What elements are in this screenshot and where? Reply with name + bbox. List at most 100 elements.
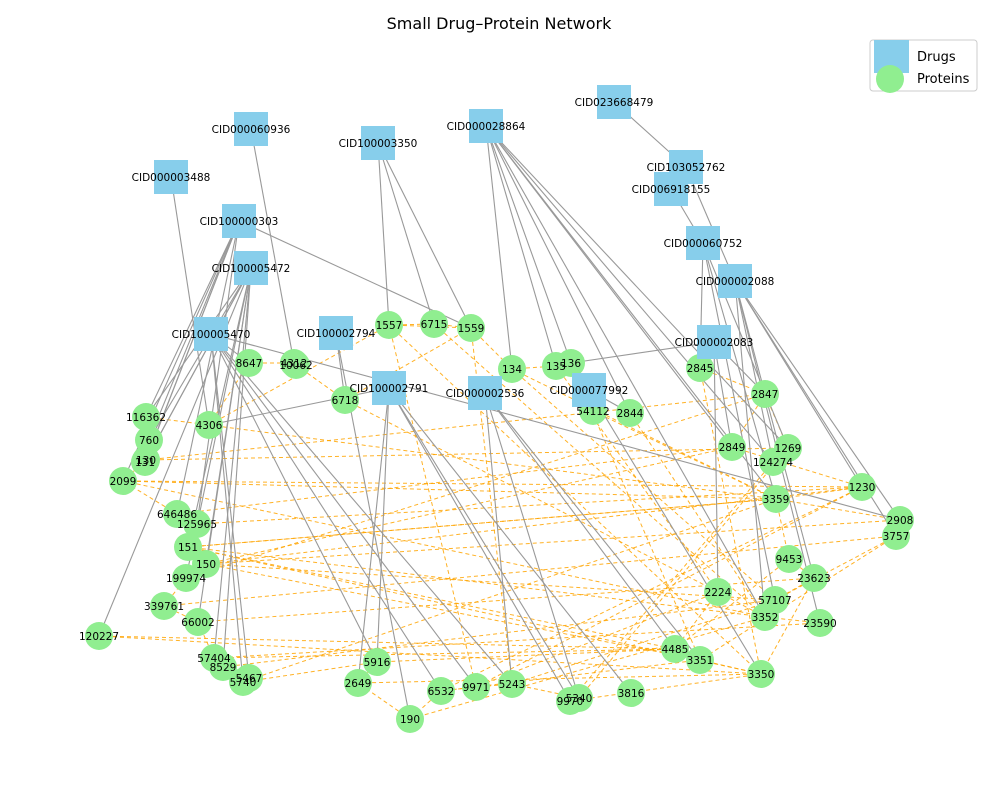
- protein-node: [556, 687, 584, 715]
- dp-edge: [377, 142, 390, 326]
- dp-edge: [713, 341, 733, 448]
- protein-label: 2908: [887, 515, 914, 527]
- protein-label: 66002: [181, 617, 214, 629]
- protein-label: 125965: [177, 519, 217, 531]
- dp-edge: [485, 125, 631, 414]
- dp-edge: [484, 392, 513, 685]
- protein-label: 120227: [79, 631, 119, 643]
- protein-node: [183, 510, 211, 538]
- protein-node: [498, 670, 526, 698]
- dp-edge: [484, 392, 580, 699]
- protein-label: 339761: [144, 601, 184, 613]
- dp-edge: [734, 280, 774, 463]
- pp-edge: [122, 480, 766, 618]
- dp-edge: [144, 267, 252, 463]
- drug-node: [372, 371, 406, 405]
- protein-label: 130: [136, 455, 156, 467]
- protein-node: [109, 467, 137, 495]
- protein-node: [751, 603, 779, 631]
- pp-edge: [440, 486, 863, 692]
- pp-edge: [788, 558, 815, 579]
- protein-label: 190: [400, 714, 420, 726]
- drug-node: [154, 160, 188, 194]
- protein-node: [427, 677, 455, 705]
- chart-title: Small Drug–Protein Network: [387, 14, 612, 33]
- protein-node: [616, 399, 644, 427]
- dp-edge: [377, 142, 435, 325]
- dp-edge: [210, 333, 250, 679]
- protein-node: [806, 609, 834, 637]
- protein-node: [209, 653, 237, 681]
- protein-label: 6532: [428, 686, 455, 698]
- dp-edge: [485, 125, 572, 364]
- protein-node: [192, 550, 220, 578]
- pp-edge: [570, 362, 701, 661]
- drug-label: CID000002088: [696, 276, 775, 288]
- drug-label: CID006918155: [632, 184, 711, 196]
- protein-label: 1559: [458, 323, 485, 335]
- protein-node: [800, 564, 828, 592]
- pp-edge: [205, 486, 863, 565]
- dp-edge: [485, 125, 557, 367]
- dp-edge: [388, 387, 571, 702]
- dp-edge: [388, 387, 580, 699]
- pp-edge: [208, 362, 250, 426]
- pp-edge: [205, 563, 776, 601]
- protein-label: 116362: [126, 412, 166, 424]
- pp-edge: [388, 324, 477, 688]
- protein-label: 9970: [557, 696, 584, 708]
- drug-node: [234, 112, 268, 146]
- drug-node: [654, 172, 688, 206]
- protein-label: 151: [178, 542, 198, 554]
- dp-edge: [210, 333, 244, 683]
- legend-drugs-label: Drugs: [917, 50, 956, 65]
- pp-edge: [213, 648, 676, 659]
- dp-edge: [377, 142, 472, 329]
- drug-node: [469, 109, 503, 143]
- drug-label: CID000003488: [132, 172, 211, 184]
- protein-label: 150: [196, 559, 216, 571]
- pp-edge: [145, 393, 766, 461]
- pp-edge: [222, 599, 776, 668]
- dp-edge: [376, 387, 390, 663]
- protein-label: 5916: [364, 657, 391, 669]
- dp-edge: [208, 387, 390, 426]
- protein-node: [131, 448, 159, 476]
- protein-node: [229, 668, 257, 696]
- pp-edge: [475, 486, 863, 688]
- pp-edge: [775, 498, 901, 521]
- pp-edge: [197, 577, 815, 623]
- protein-node: [184, 608, 212, 636]
- protein-label: 54112: [576, 406, 609, 418]
- protein-node: [617, 679, 645, 707]
- pp-edge: [760, 577, 815, 675]
- pp-edge: [213, 622, 821, 659]
- pp-edge: [98, 635, 762, 675]
- drug-node: [686, 226, 720, 260]
- legend: Drugs Proteins: [869, 39, 978, 93]
- protein-label: 2849: [719, 442, 746, 454]
- protein-label: 57107: [758, 595, 791, 607]
- dp-edge: [213, 267, 252, 659]
- dp-edge: [484, 392, 676, 650]
- dp-edge: [713, 341, 719, 593]
- drug-label: CID000060936: [212, 124, 291, 136]
- protein-label: 4485: [662, 644, 689, 656]
- dp-edge: [145, 220, 240, 418]
- dp-edge: [210, 333, 477, 688]
- dp-edge: [485, 125, 766, 618]
- pp-edge: [731, 446, 863, 488]
- protein-label: 23590: [803, 618, 836, 630]
- drug-node: [468, 376, 502, 410]
- protein-label: 8529: [210, 662, 237, 674]
- pp-edge: [196, 486, 863, 525]
- drug-label: CID023668479: [575, 97, 654, 109]
- protein-label: 57404: [197, 653, 231, 665]
- drug-node: [361, 126, 395, 160]
- dp-edge: [357, 387, 390, 684]
- protein-node: [557, 349, 585, 377]
- dp-edge: [196, 220, 240, 525]
- protein-node: [661, 635, 689, 663]
- pp-edge: [185, 393, 766, 579]
